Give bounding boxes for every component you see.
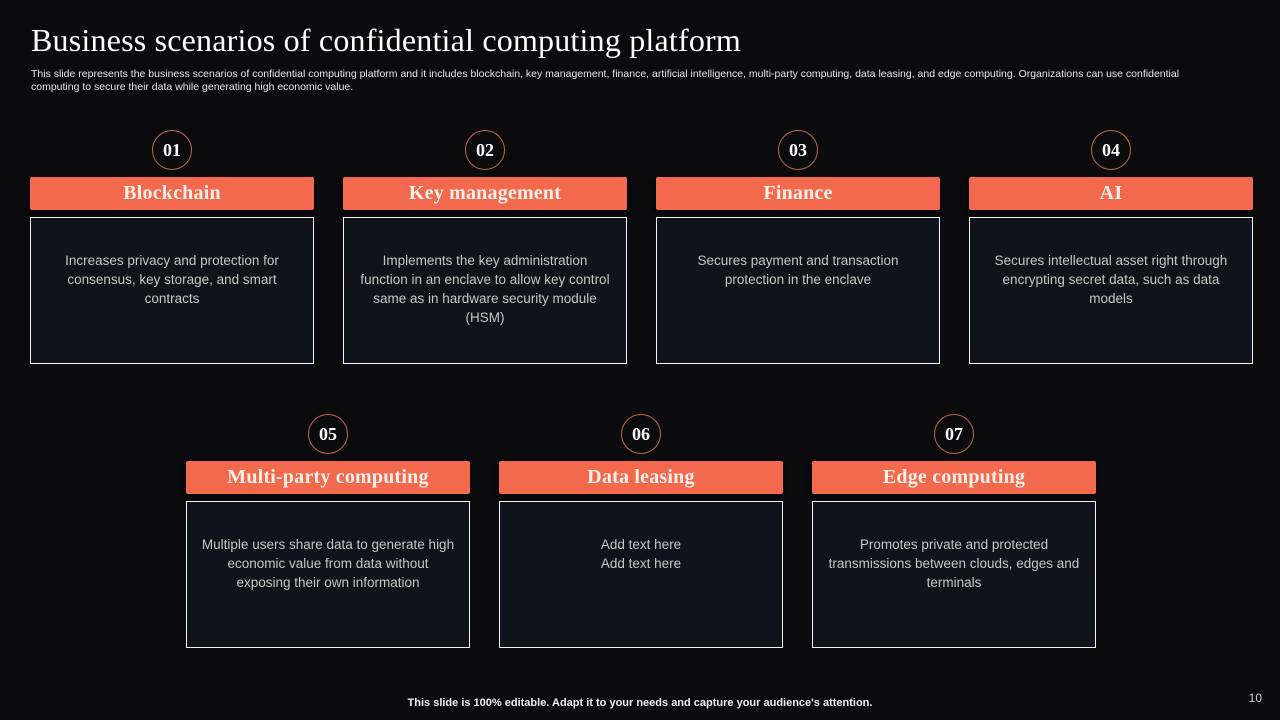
step-number-badge: 05 [308, 414, 348, 454]
card-body-text: Multiple users share data to generate hi… [201, 537, 455, 590]
step-number: 07 [945, 423, 963, 444]
card-body-text: Secures payment and transaction protecti… [697, 253, 899, 287]
scenario-card-multi-party-computing: 05 Multi-party computing Multiple users … [186, 414, 470, 648]
card-header: Blockchain [30, 177, 314, 210]
card-body-text: Implements the key administration functi… [360, 253, 610, 325]
step-number-badge: 07 [934, 414, 974, 454]
scenario-card-ai: 04 AI Secures intellectual asset right t… [969, 130, 1253, 364]
card-body-text: Increases privacy and protection for con… [65, 253, 279, 306]
page-title: Business scenarios of confidential compu… [31, 22, 742, 58]
card-header: Edge computing [812, 461, 1096, 494]
scenario-card-blockchain: 01 Blockchain Increases privacy and prot… [30, 130, 314, 364]
step-number-badge: 02 [465, 130, 505, 170]
step-number: 06 [632, 423, 650, 444]
step-number: 04 [1102, 139, 1120, 160]
card-body: Increases privacy and protection for con… [30, 217, 314, 364]
card-body-text: Promotes private and protected transmiss… [828, 537, 1080, 590]
card-header: Key management [343, 177, 627, 210]
card-body-text: Secures intellectual asset right through… [994, 253, 1228, 306]
card-body: Promotes private and protected transmiss… [812, 501, 1096, 648]
step-number: 01 [163, 139, 181, 160]
card-body: Multiple users share data to generate hi… [186, 501, 470, 648]
card-header: AI [969, 177, 1253, 210]
cards-row-bottom: 05 Multi-party computing Multiple users … [186, 414, 1096, 648]
page-number: 10 [1248, 691, 1262, 705]
slide-subtitle: This slide represents the business scena… [31, 68, 1180, 93]
card-body: Add text here Add text here [499, 501, 783, 648]
scenario-card-key-management: 02 Key management Implements the key adm… [343, 130, 627, 364]
card-body: Secures payment and transaction protecti… [656, 217, 940, 364]
step-number: 03 [789, 139, 807, 160]
step-number: 05 [319, 423, 337, 444]
card-header: Data leasing [499, 461, 783, 494]
card-body: Implements the key administration functi… [343, 217, 627, 364]
step-number-badge: 03 [778, 130, 818, 170]
card-header: Multi-party computing [186, 461, 470, 494]
step-number: 02 [476, 139, 494, 160]
card-body: Secures intellectual asset right through… [969, 217, 1253, 364]
scenario-card-finance: 03 Finance Secures payment and transacti… [656, 130, 940, 364]
step-number-badge: 01 [152, 130, 192, 170]
cards-row-top: 01 Blockchain Increases privacy and prot… [30, 130, 1253, 364]
card-header: Finance [656, 177, 940, 210]
step-number-badge: 06 [621, 414, 661, 454]
card-body-text: Add text here Add text here [600, 537, 682, 571]
scenario-card-data-leasing: 06 Data leasing Add text here Add text h… [499, 414, 783, 648]
step-number-badge: 04 [1091, 130, 1131, 170]
footer-note: This slide is 100% editable. Adapt it to… [407, 697, 873, 709]
scenario-card-edge-computing: 07 Edge computing Promotes private and p… [812, 414, 1096, 648]
